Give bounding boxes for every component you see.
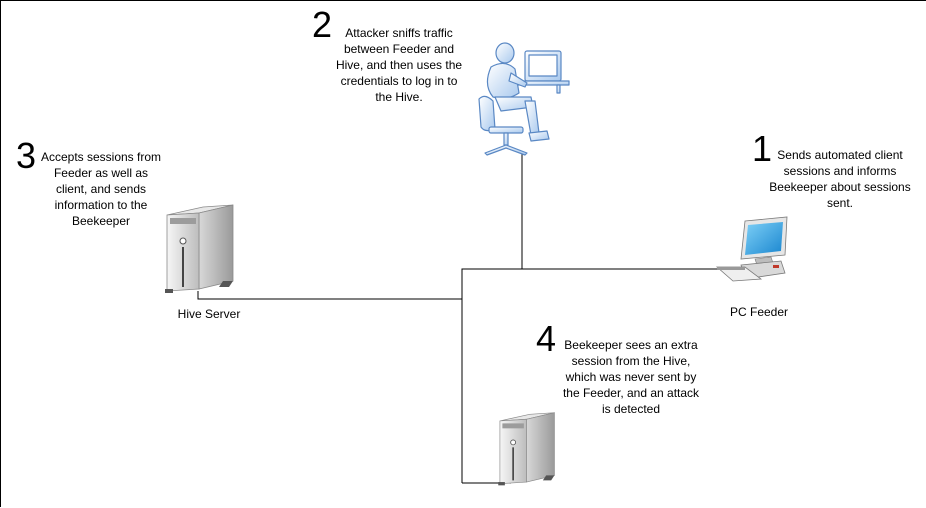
- tower-server-icon: [165, 204, 234, 293]
- step-3-number: 3: [16, 135, 37, 176]
- step-2-number: 2: [312, 4, 333, 45]
- step-2-text: Attacker sniffs traffic between Feeder a…: [335, 26, 463, 104]
- step-4-text: Beekeeper sees an extra session from the…: [562, 338, 700, 416]
- pc-feeder-label: PC Feeder: [729, 305, 789, 319]
- tower-server-icon: [498, 412, 555, 486]
- person-at-computer-icon: [478, 42, 570, 156]
- hive-server-label: Hive Server: [177, 307, 241, 321]
- step-1-text: Sends automated client sessions and info…: [769, 148, 911, 210]
- desktop-pc-icon: [715, 216, 788, 282]
- step-3-text: Accepts sessions from Feeder as well as …: [40, 150, 162, 228]
- step-1-number: 1: [752, 128, 773, 169]
- step-4-number: 4: [536, 318, 557, 359]
- feeder-link: [461, 268, 719, 483]
- hive-link: [197, 291, 462, 300]
